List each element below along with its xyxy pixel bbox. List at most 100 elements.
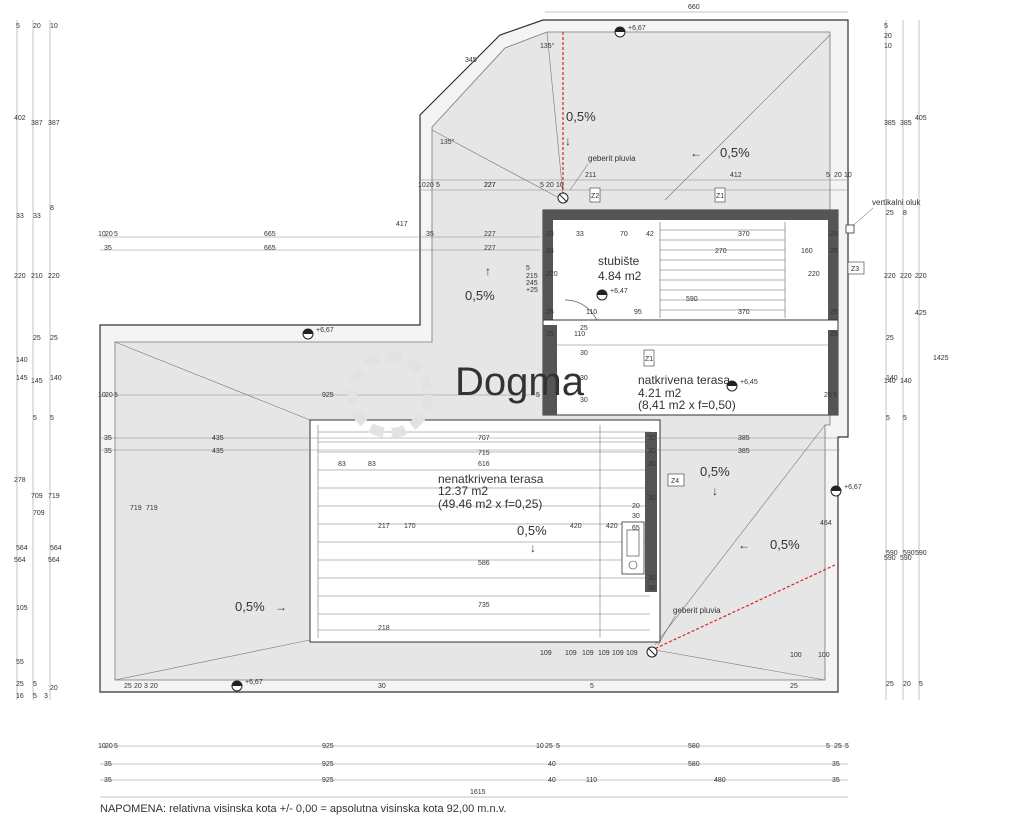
drain-label: geberit pluvia [588,154,636,163]
dim-label: 25 [16,681,24,688]
dim-label: 83 [368,461,376,468]
slope-label: 0,5% [700,464,730,479]
dim-label: 660 [688,4,700,11]
slope-label: 0,5% [720,145,750,160]
dim-label: 110 [586,777,597,784]
dim-label: 30 [580,375,588,382]
dim-label: 20 [884,33,892,40]
dim-label: 20 [105,231,113,238]
room-nenatkrivena-calc: (49.46 m2 x f=0,25) [438,497,542,511]
dim-label: 25 [886,210,894,217]
dim-label: 420 [606,523,618,530]
dim-label: 385 [884,120,896,127]
dim-label: 35 [104,448,112,455]
dim-label: 217 [378,523,390,530]
dim-label: 435 [212,435,224,442]
dim-label: 35 [832,761,840,768]
dim-label: 10 [884,43,892,50]
dim-label: 109 [598,650,610,657]
dim-label: 25 [790,683,798,690]
slope-arrow: ↑ [485,264,491,278]
dim-label: 5 [903,415,907,422]
room-stubiste-name: stubište [598,254,640,268]
dim-label: 30 [648,495,656,502]
dim-label: 83 [338,461,346,468]
dim-label: 707 [478,435,490,442]
dim-label: 245 [526,280,538,287]
dim-label: 425 [915,310,927,317]
dim-label: 55 [16,659,24,666]
svg-text:+6,67: +6,67 [628,25,646,32]
dim-label: 370 [738,231,750,238]
dim-label: 1425 [933,355,949,362]
dim-label: 10 [98,743,106,750]
dim-label: 564 [50,545,62,552]
svg-text:+6,67: +6,67 [316,327,334,334]
slope-label: 0,5% [465,288,495,303]
wall-tag: Z4 [667,473,685,487]
dim-label: 5 [33,693,37,700]
dim-label: 25 [50,335,58,342]
dim-label: 10 [536,743,544,750]
slope-arrow: ← [738,538,750,552]
dim-label: 5 [114,392,118,399]
dim-label: 5 [826,743,830,750]
dim-label: 735 [478,602,490,609]
dim-label: 140 [884,378,896,385]
elevation-marker: +6,67 [231,679,263,692]
dim-label: 109 [540,650,552,657]
dim-label: 227 [484,231,496,238]
dim-label: 8 [903,210,907,217]
dim-label: 925 [322,743,334,750]
dim-label: 25 [824,392,832,399]
dim-label: 420 [570,523,582,530]
dim-label: 100 [790,652,802,659]
dim-label: 10 [418,182,426,189]
dim-label: 480 [714,777,726,784]
dim-label: 227 [484,182,496,189]
dim-label: 3 [144,683,148,690]
dim-label: 140 [50,375,62,382]
dim-label: 20 [903,681,911,688]
dim-label: 25 [830,231,838,238]
dim-label: 5 [33,415,37,422]
dim-label: 65 [632,525,640,532]
slope-arrow: ↓ [530,541,536,555]
room-natkrivena-area: 4.21 m2 [638,386,682,400]
dim-label: 3 [44,693,48,700]
dim-label: 10 [98,231,106,238]
elevation-marker: +6,47 [596,288,628,301]
dim-label: 709 [33,510,45,517]
dim-label: 95 [634,309,642,316]
dim-label: 402 [14,115,26,122]
dim-label: 70 [620,231,628,238]
deck [309,419,661,643]
slope-label: 0,5% [566,109,596,124]
dim-label: 405 [915,115,927,122]
angle-label: 135° [440,138,455,146]
svg-text:Z4: Z4 [671,478,679,485]
dim-label: 145 [31,378,43,385]
dim-label: 5 [114,231,118,238]
dim-label: 145 [16,375,28,382]
slope-arrow: ← [690,146,702,160]
dim-label: 109 [626,650,638,657]
dim-label: 590 [915,550,927,557]
room-stubiste-area: 4.84 m2 [598,269,642,283]
dim-label: 387 [31,120,43,127]
dim-label: 586 [478,560,490,567]
dim-label: 40 [548,761,556,768]
dim-label: 25 [830,309,838,316]
dim-label: 278 [14,477,26,484]
svg-text:+6,67: +6,67 [844,484,862,491]
wall-tag: Z2 [589,187,601,203]
dim-label: 925 [322,761,334,768]
dim-label: 30 [648,435,656,442]
room-natkrivena-name: natkrivena terasa [638,373,730,387]
dim-label: 5 [884,23,888,30]
dim-label: 25 [546,309,554,316]
elevation-marker: +6,67 [302,327,334,340]
dim-label: 590 [884,555,896,562]
dim-label: 227 [484,245,496,252]
dim-label: 33 [546,231,554,238]
